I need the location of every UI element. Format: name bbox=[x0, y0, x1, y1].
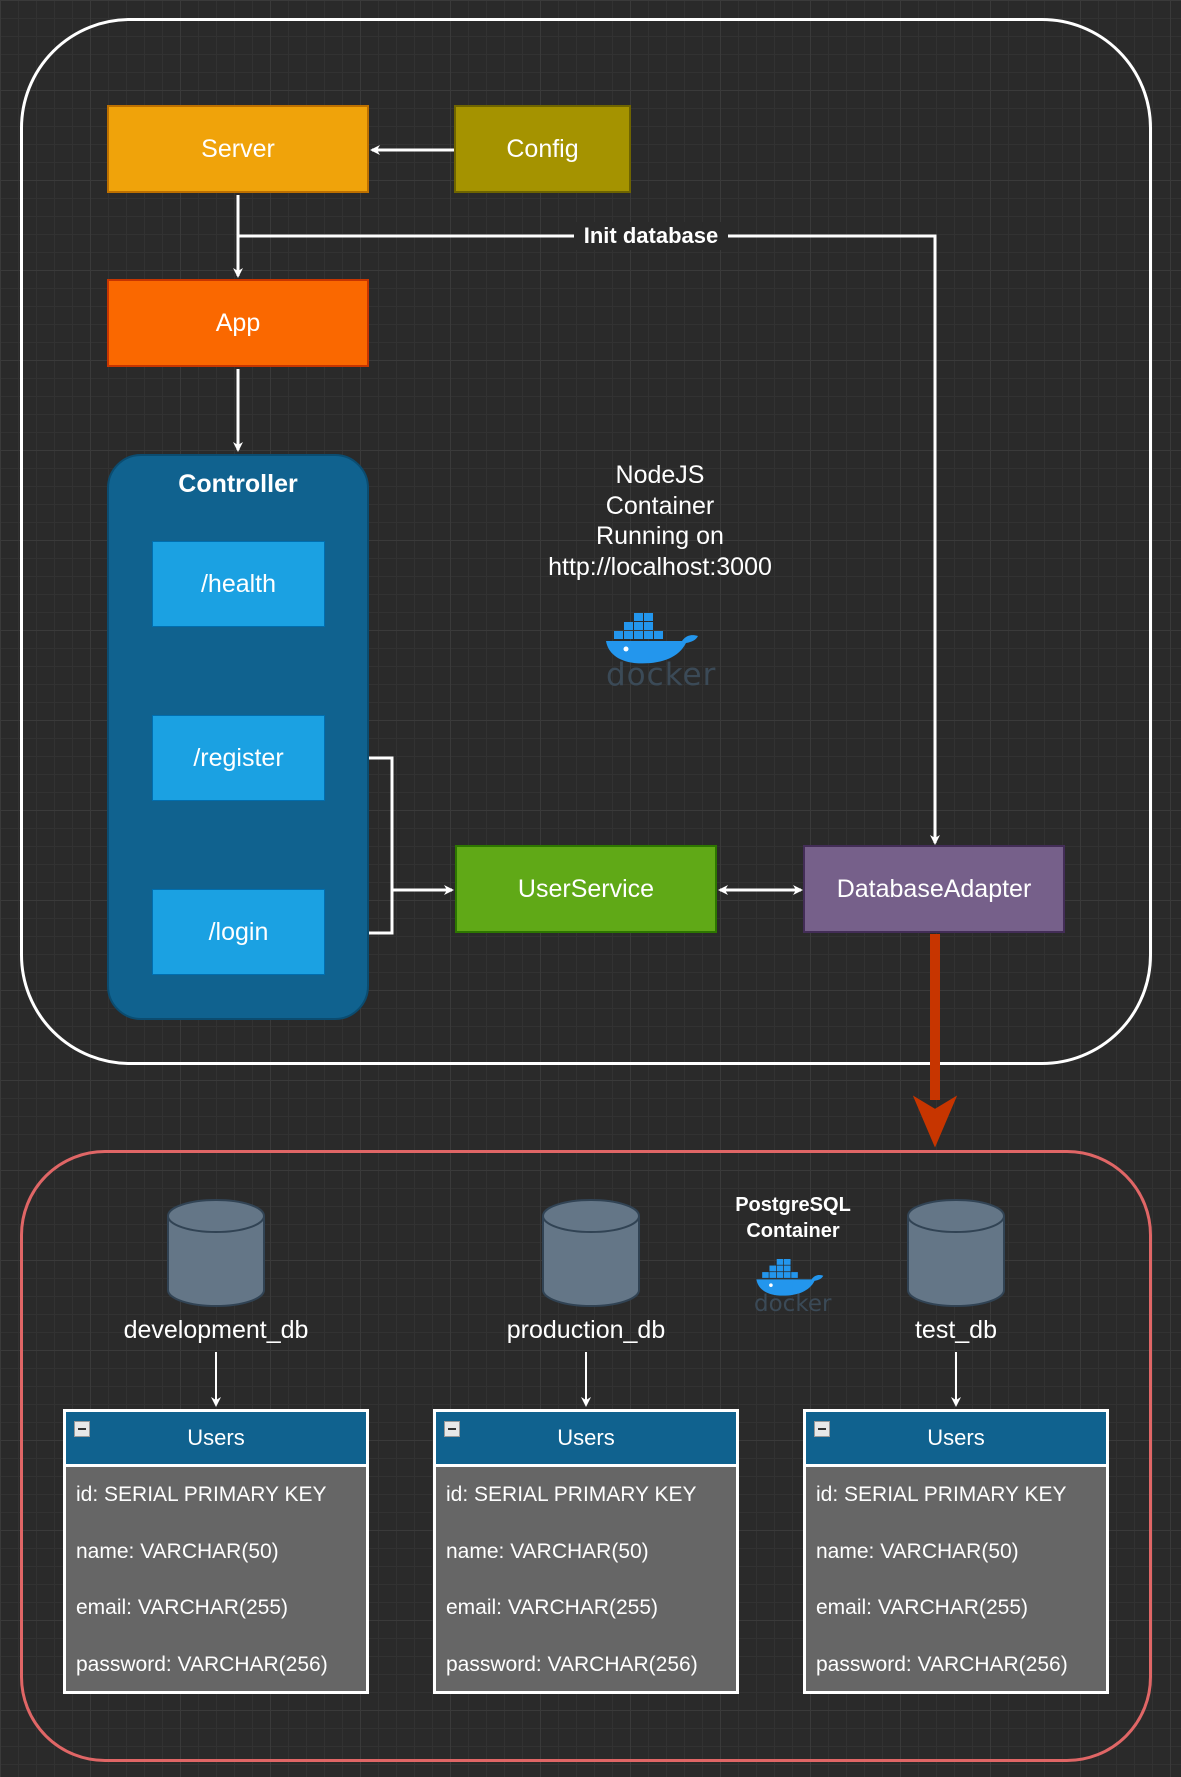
health-endpoint[interactable]: /health bbox=[152, 541, 325, 627]
databaseadapter-node[interactable]: DatabaseAdapter bbox=[803, 845, 1065, 933]
server-node[interactable]: Server bbox=[107, 105, 369, 193]
db-label-production: production_db bbox=[506, 1316, 666, 1344]
table-field[interactable]: name: VARCHAR(50) bbox=[76, 1539, 279, 1563]
init-database-label: Init database bbox=[574, 222, 728, 250]
table-field[interactable]: name: VARCHAR(50) bbox=[446, 1539, 649, 1563]
table-title: Users bbox=[187, 1425, 245, 1450]
config-node[interactable]: Config bbox=[454, 105, 631, 193]
table-field[interactable]: email: VARCHAR(255) bbox=[76, 1596, 288, 1620]
collapse-icon[interactable] bbox=[74, 1421, 90, 1437]
docker-whale-icon bbox=[606, 613, 698, 664]
edge-init-database bbox=[238, 234, 940, 845]
table-field[interactable]: id: SERIAL PRIMARY KEY bbox=[76, 1483, 327, 1507]
postgres-container bbox=[20, 1150, 1152, 1762]
table-field[interactable]: password: VARCHAR(256) bbox=[76, 1652, 328, 1676]
table-title: Users bbox=[927, 1425, 985, 1450]
docker-logo-text: docker bbox=[606, 657, 717, 693]
userservice-node[interactable]: UserService bbox=[455, 845, 717, 933]
table-field[interactable]: password: VARCHAR(256) bbox=[446, 1652, 698, 1676]
table-title: Users bbox=[557, 1425, 615, 1450]
postgres-container-caption: PostgreSQL Container bbox=[735, 1194, 851, 1242]
app-node[interactable]: App bbox=[107, 279, 369, 367]
collapse-icon[interactable] bbox=[444, 1421, 460, 1437]
users-table-production[interactable]: Users id: SERIAL PRIMARY KEY name: VARCH… bbox=[433, 1409, 739, 1694]
db-label-test: test_db bbox=[914, 1316, 997, 1344]
register-endpoint[interactable]: /register bbox=[152, 715, 325, 801]
table-field[interactable]: name: VARCHAR(50) bbox=[816, 1539, 1019, 1563]
database-cylinder-icon bbox=[907, 1199, 1005, 1307]
table-header: Users bbox=[806, 1412, 1106, 1467]
table-header: Users bbox=[436, 1412, 736, 1467]
database-cylinder-icon bbox=[167, 1199, 265, 1307]
database-cylinder-icon bbox=[542, 1199, 640, 1307]
docker-logo-text: docker bbox=[754, 1291, 832, 1317]
edge-adapter-postgres-head bbox=[912, 1095, 958, 1148]
docker-logo-nodejs: docker bbox=[600, 605, 720, 700]
users-table-test[interactable]: Users id: SERIAL PRIMARY KEY name: VARCH… bbox=[803, 1409, 1109, 1694]
table-field[interactable]: email: VARCHAR(255) bbox=[446, 1596, 658, 1620]
docker-logo-postgres: docker bbox=[752, 1253, 842, 1323]
users-table-development[interactable]: Users id: SERIAL PRIMARY KEY name: VARCH… bbox=[63, 1409, 369, 1694]
db-label-development: development_db bbox=[123, 1316, 309, 1344]
controller-title: Controller bbox=[178, 470, 298, 498]
docker-whale-icon bbox=[756, 1259, 824, 1296]
table-field[interactable]: password: VARCHAR(256) bbox=[816, 1652, 1068, 1676]
login-endpoint[interactable]: /login bbox=[152, 889, 325, 975]
table-field[interactable]: id: SERIAL PRIMARY KEY bbox=[816, 1483, 1067, 1507]
collapse-icon[interactable] bbox=[814, 1421, 830, 1437]
table-field[interactable]: id: SERIAL PRIMARY KEY bbox=[446, 1483, 697, 1507]
table-header: Users bbox=[66, 1412, 366, 1467]
nodejs-container-caption: NodeJS Container Running on http://local… bbox=[548, 461, 772, 581]
table-field[interactable]: email: VARCHAR(255) bbox=[816, 1596, 1028, 1620]
nodejs-container bbox=[20, 18, 1152, 1065]
